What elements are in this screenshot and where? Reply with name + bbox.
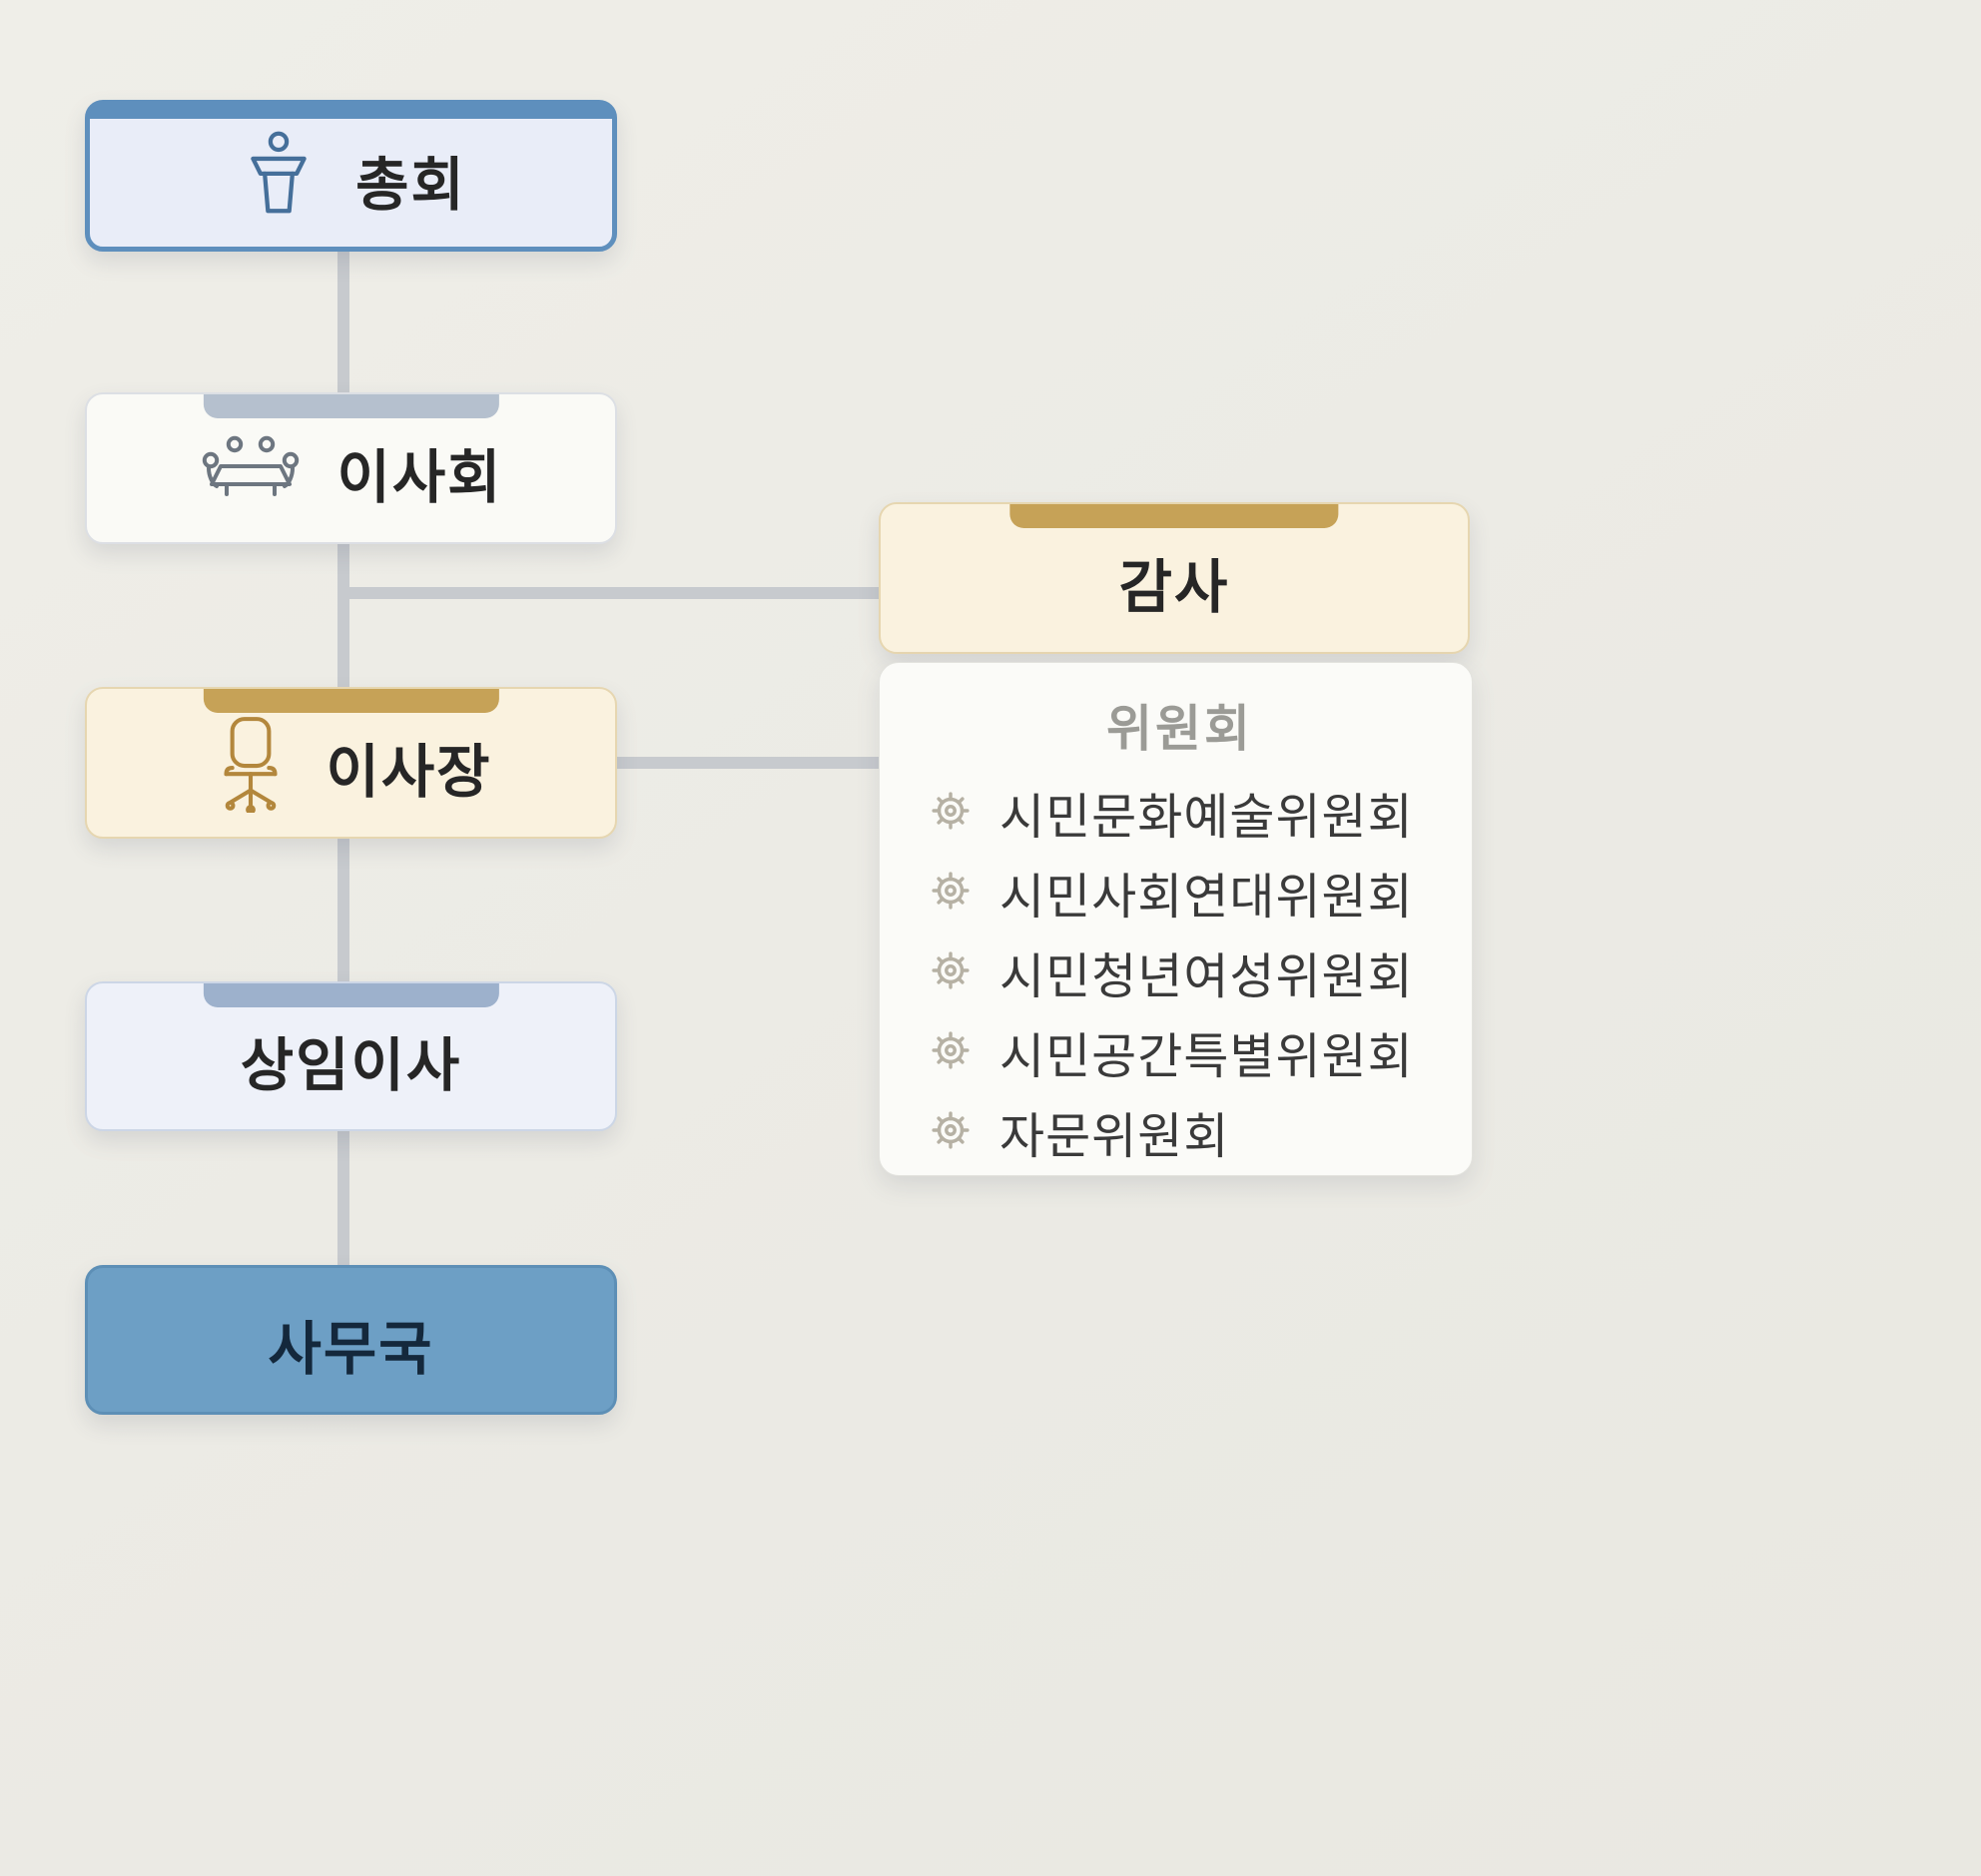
gear-icon <box>928 788 974 839</box>
committee-label: 시민문화예술위원회 <box>999 790 1414 845</box>
node-label: 사무국 <box>268 1317 434 1382</box>
node-auditor: 감사 <box>879 502 1470 654</box>
node-label: 상임이사 <box>240 1033 462 1098</box>
office-chair-icon <box>210 713 292 813</box>
connector-chairman-to-committees <box>613 757 883 769</box>
node-executive-director: 상임이사 <box>85 981 617 1131</box>
node-board-of-directors: 이사회 <box>85 392 617 544</box>
committee-item: 시민청년여성위원회 <box>928 933 1432 1012</box>
committee-label: 시민공간특별위원회 <box>999 1029 1414 1084</box>
committee-label: 시민사회연대위원회 <box>999 870 1414 925</box>
node-label: 이사장 <box>326 740 492 805</box>
committee-item: 시민사회연대위원회 <box>928 853 1432 933</box>
node-general-assembly: 총회 <box>85 100 617 252</box>
gear-icon <box>928 1107 974 1158</box>
podium-icon <box>236 128 322 224</box>
node-label: 이사회 <box>336 445 503 510</box>
chairman-top-accent <box>203 689 499 713</box>
connector-board-to-auditor <box>343 587 883 599</box>
committee-item: 시민문화예술위원회 <box>928 773 1432 853</box>
committee-label: 자문위원회 <box>999 1109 1230 1164</box>
gear-icon <box>928 947 974 998</box>
board-top-accent <box>203 394 499 418</box>
node-secretariat: 사무국 <box>85 1265 617 1415</box>
gear-icon <box>928 1027 974 1078</box>
node-label: 감사 <box>1118 555 1230 620</box>
assembly-top-accent <box>90 105 612 119</box>
committees-panel: 위원회 시민문화예술위원회 시민사회연대위원회 <box>879 662 1473 1176</box>
committee-item: 자문위원회 <box>928 1092 1432 1172</box>
gear-icon <box>928 868 974 919</box>
node-label: 총회 <box>355 153 466 218</box>
node-chairman: 이사장 <box>85 687 617 839</box>
committees-title: 위원회 <box>1106 701 1253 757</box>
executive-top-accent <box>203 983 499 1007</box>
auditor-top-accent <box>1009 504 1339 528</box>
committee-label: 시민청년여성위원회 <box>999 949 1414 1004</box>
meeting-table-icon <box>199 426 303 510</box>
committee-item: 시민공간특별위원회 <box>928 1012 1432 1092</box>
